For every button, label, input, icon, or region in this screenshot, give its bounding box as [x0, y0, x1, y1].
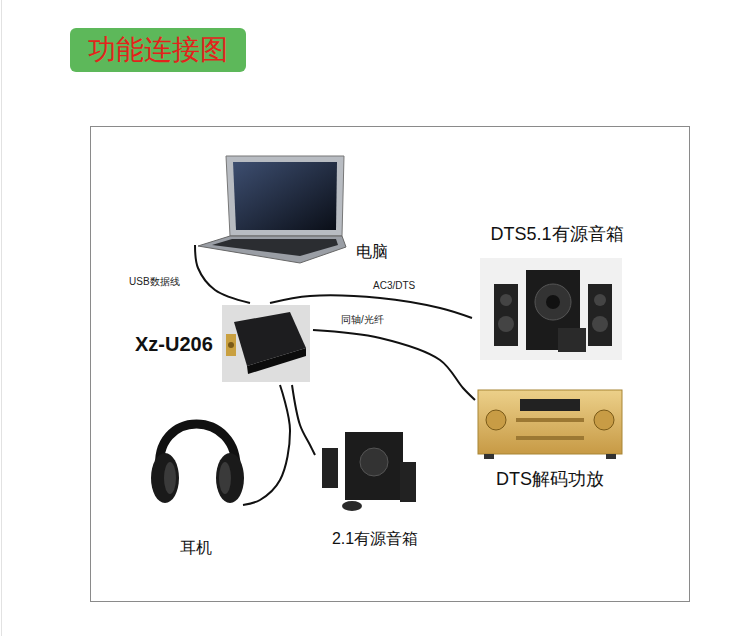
speakers-21-picture [322, 432, 416, 511]
device-label: DTS5.1有源音箱 [490, 224, 623, 245]
amp-knob [486, 410, 506, 430]
laptop-screen [233, 162, 337, 230]
photo-ground [222, 305, 310, 382]
device-node: Xz-U206 [135, 303, 313, 385]
jack-hole [228, 342, 234, 348]
device-label: Xz-U206 [135, 333, 213, 356]
device-node: 电脑 [195, 155, 390, 265]
cable-line [195, 245, 250, 303]
device-label: 电脑 [356, 243, 388, 261]
headphones-picture [151, 424, 244, 503]
gold-jack [226, 334, 236, 356]
satellite-speaker [494, 284, 518, 346]
speakers-51-picture [480, 258, 622, 360]
device-node: 耳机 [148, 422, 243, 557]
satellite-speaker [588, 284, 612, 346]
ear-cup [216, 453, 244, 503]
laptop-base [198, 236, 346, 263]
converter-side [247, 348, 306, 374]
satellite-speaker [400, 462, 416, 502]
laptop-picture [198, 156, 346, 263]
subwoofer [345, 432, 403, 500]
title-text: 功能连接图 [88, 36, 228, 64]
amp-knob [594, 410, 614, 430]
photo-ground [480, 258, 622, 360]
ear-cup [151, 453, 179, 503]
amp-foot [484, 454, 494, 459]
amp-foot [606, 454, 616, 459]
laptop-keyboard [212, 239, 338, 256]
device-node: DTS解码功放 [475, 385, 625, 490]
device-node: 2.1有源音箱 [315, 418, 435, 548]
device-node: DTS5.1有源音箱 [472, 224, 642, 362]
ear-pad [219, 462, 231, 494]
laptop-lid [226, 156, 344, 236]
ear-pad [164, 462, 176, 494]
cable-label: 同轴/光纤 [340, 314, 385, 326]
amp-body [478, 390, 622, 454]
speaker-cone [498, 316, 514, 332]
control-pod [342, 501, 362, 511]
amp-buttons [516, 418, 584, 422]
cable-label: USB数据线 [128, 276, 181, 288]
woofer-cone [535, 284, 571, 320]
amplifier-picture [478, 390, 622, 459]
device-label: 耳机 [180, 539, 212, 557]
device-label: 2.1有源音箱 [332, 530, 418, 548]
speaker-cone [592, 316, 608, 332]
speaker-cone [500, 294, 512, 306]
cable-line [243, 385, 290, 505]
cable-line [292, 385, 315, 455]
title-box: 功能连接图 [70, 28, 246, 72]
converter-picture [222, 305, 310, 382]
frame [91, 127, 690, 602]
cable-label: AC3/DTS [372, 280, 416, 292]
center-speaker [558, 328, 586, 352]
device-label: DTS解码功放 [496, 469, 604, 490]
amp-buttons [516, 436, 584, 440]
speaker-cone [594, 294, 606, 306]
page-edge [1, 0, 2, 636]
cable-line [313, 330, 475, 400]
woofer-cone [360, 448, 388, 476]
amp-display [520, 399, 580, 411]
woofer-cap [546, 295, 560, 309]
satellite-speaker [322, 448, 338, 488]
